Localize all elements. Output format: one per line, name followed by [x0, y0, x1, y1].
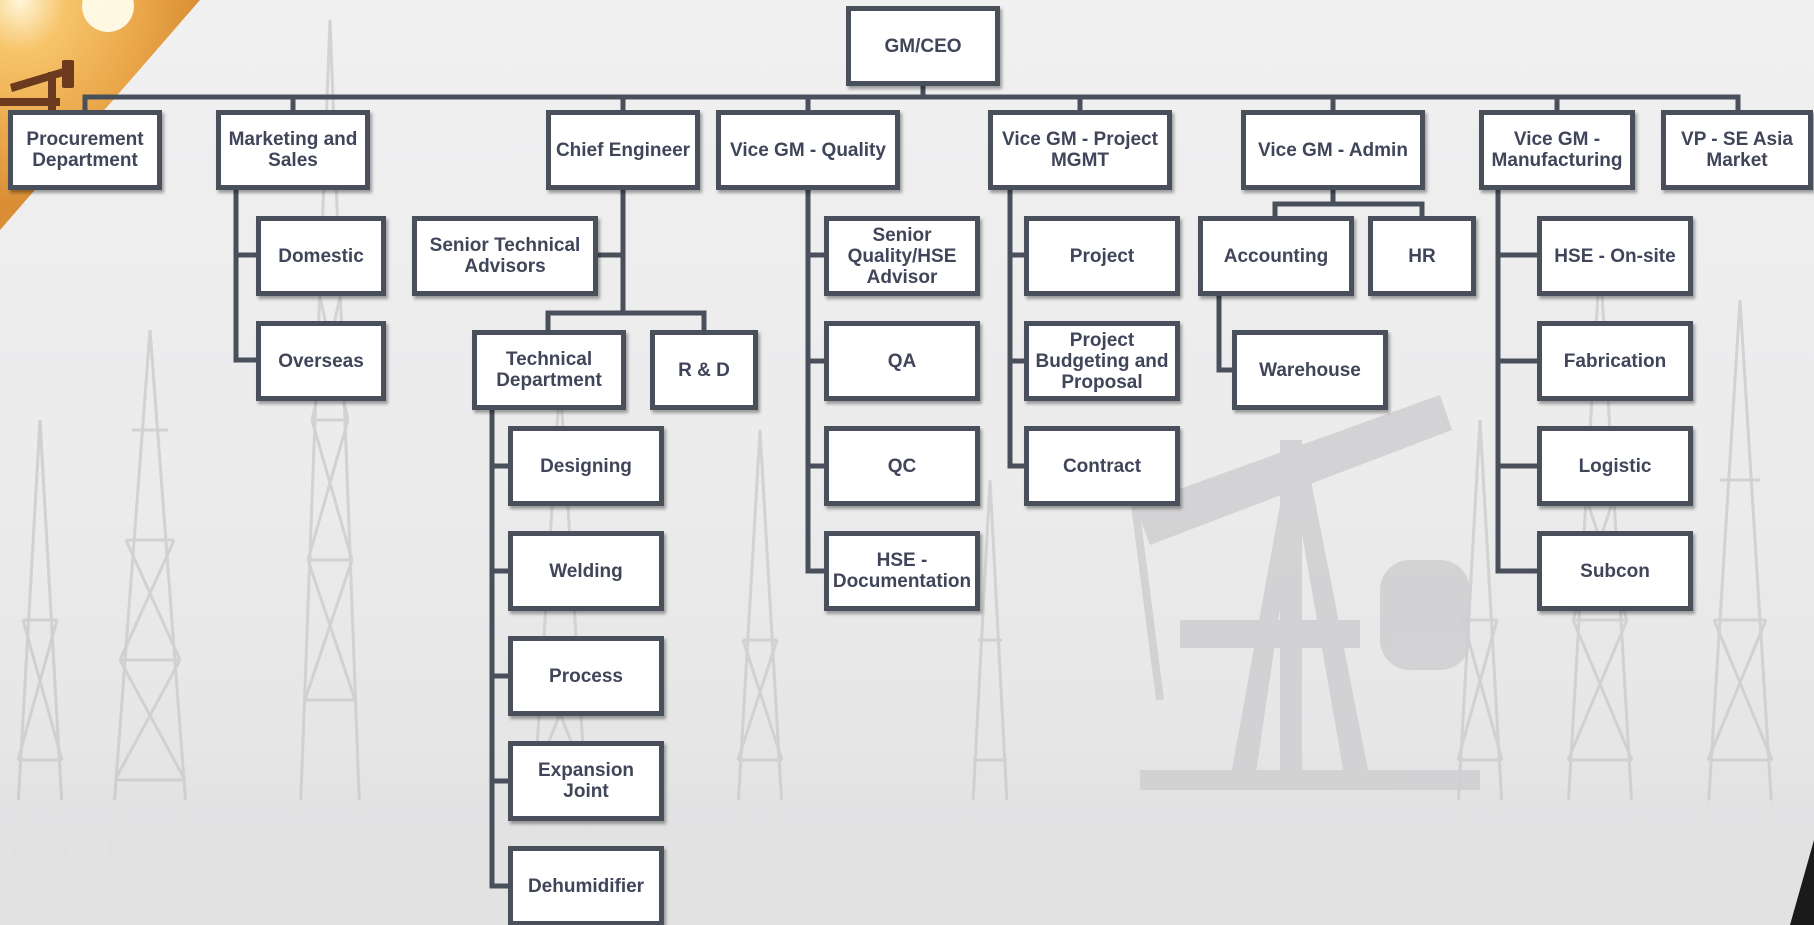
- connector-admin: [1272, 184, 1425, 220]
- node-vice-gm-quality[interactable]: Vice GM - Quality: [716, 110, 900, 190]
- node-logistic[interactable]: Logistic: [1537, 426, 1693, 506]
- node-domestic[interactable]: Domestic: [256, 216, 386, 296]
- node-project[interactable]: Project: [1024, 216, 1180, 296]
- node-qa[interactable]: QA: [824, 321, 980, 401]
- node-vice-gm-project[interactable]: Vice GM - Project MGMT: [988, 110, 1172, 190]
- node-process[interactable]: Process: [508, 636, 664, 716]
- ground-haze: [0, 800, 1814, 925]
- node-hse-on-site[interactable]: HSE - On-site: [1537, 216, 1693, 296]
- pumpjack-silhouette: [1131, 395, 1480, 790]
- bottom-right-corner: [1790, 840, 1814, 925]
- node-senior-quality-hse-advisor[interactable]: Senior Quality/HSE Advisor: [824, 216, 980, 296]
- node-contract[interactable]: Contract: [1024, 426, 1180, 506]
- node-qc[interactable]: QC: [824, 426, 980, 506]
- node-dehumidifier[interactable]: Dehumidifier: [508, 846, 664, 925]
- node-subcon[interactable]: Subcon: [1537, 531, 1693, 611]
- node-project-budgeting[interactable]: Project Budgeting and Proposal: [1024, 321, 1180, 401]
- node-vp-se-asia[interactable]: VP - SE Asia Market: [1661, 110, 1813, 190]
- corner-pumpjack-icon: [0, 60, 74, 112]
- connector-manufacturing: [1495, 184, 1543, 574]
- node-fabrication[interactable]: Fabrication: [1537, 321, 1693, 401]
- connector-technical: [489, 404, 515, 889]
- node-vice-gm-manufacturing[interactable]: Vice GM - Manufacturing: [1479, 110, 1635, 190]
- node-welding[interactable]: Welding: [508, 531, 664, 611]
- node-hse-documentation[interactable]: HSE - Documentation: [824, 531, 980, 611]
- node-procurement[interactable]: Procurement Department: [8, 110, 162, 190]
- connector-marketing: [233, 184, 261, 363]
- node-marketing-sales[interactable]: Marketing and Sales: [216, 110, 370, 190]
- node-r-and-d[interactable]: R & D: [650, 330, 758, 410]
- node-overseas[interactable]: Overseas: [256, 321, 386, 401]
- node-gm-ceo[interactable]: GM/CEO: [846, 6, 1000, 86]
- node-senior-technical-advisors[interactable]: Senior Technical Advisors: [412, 216, 598, 296]
- node-hr[interactable]: HR: [1368, 216, 1476, 296]
- connector-chief-engineer: [545, 184, 707, 333]
- node-designing[interactable]: Designing: [508, 426, 664, 506]
- node-vice-gm-admin[interactable]: Vice GM - Admin: [1241, 110, 1425, 190]
- sun-icon: [82, 0, 134, 32]
- node-warehouse[interactable]: Warehouse: [1232, 330, 1388, 410]
- connector-accounting: [1216, 291, 1239, 373]
- connector-quality: [805, 184, 830, 574]
- node-technical-department[interactable]: Technical Department: [472, 330, 626, 410]
- node-accounting[interactable]: Accounting: [1198, 216, 1354, 296]
- node-chief-engineer[interactable]: Chief Engineer: [546, 110, 700, 190]
- node-expansion-joint[interactable]: Expansion Joint: [508, 741, 664, 821]
